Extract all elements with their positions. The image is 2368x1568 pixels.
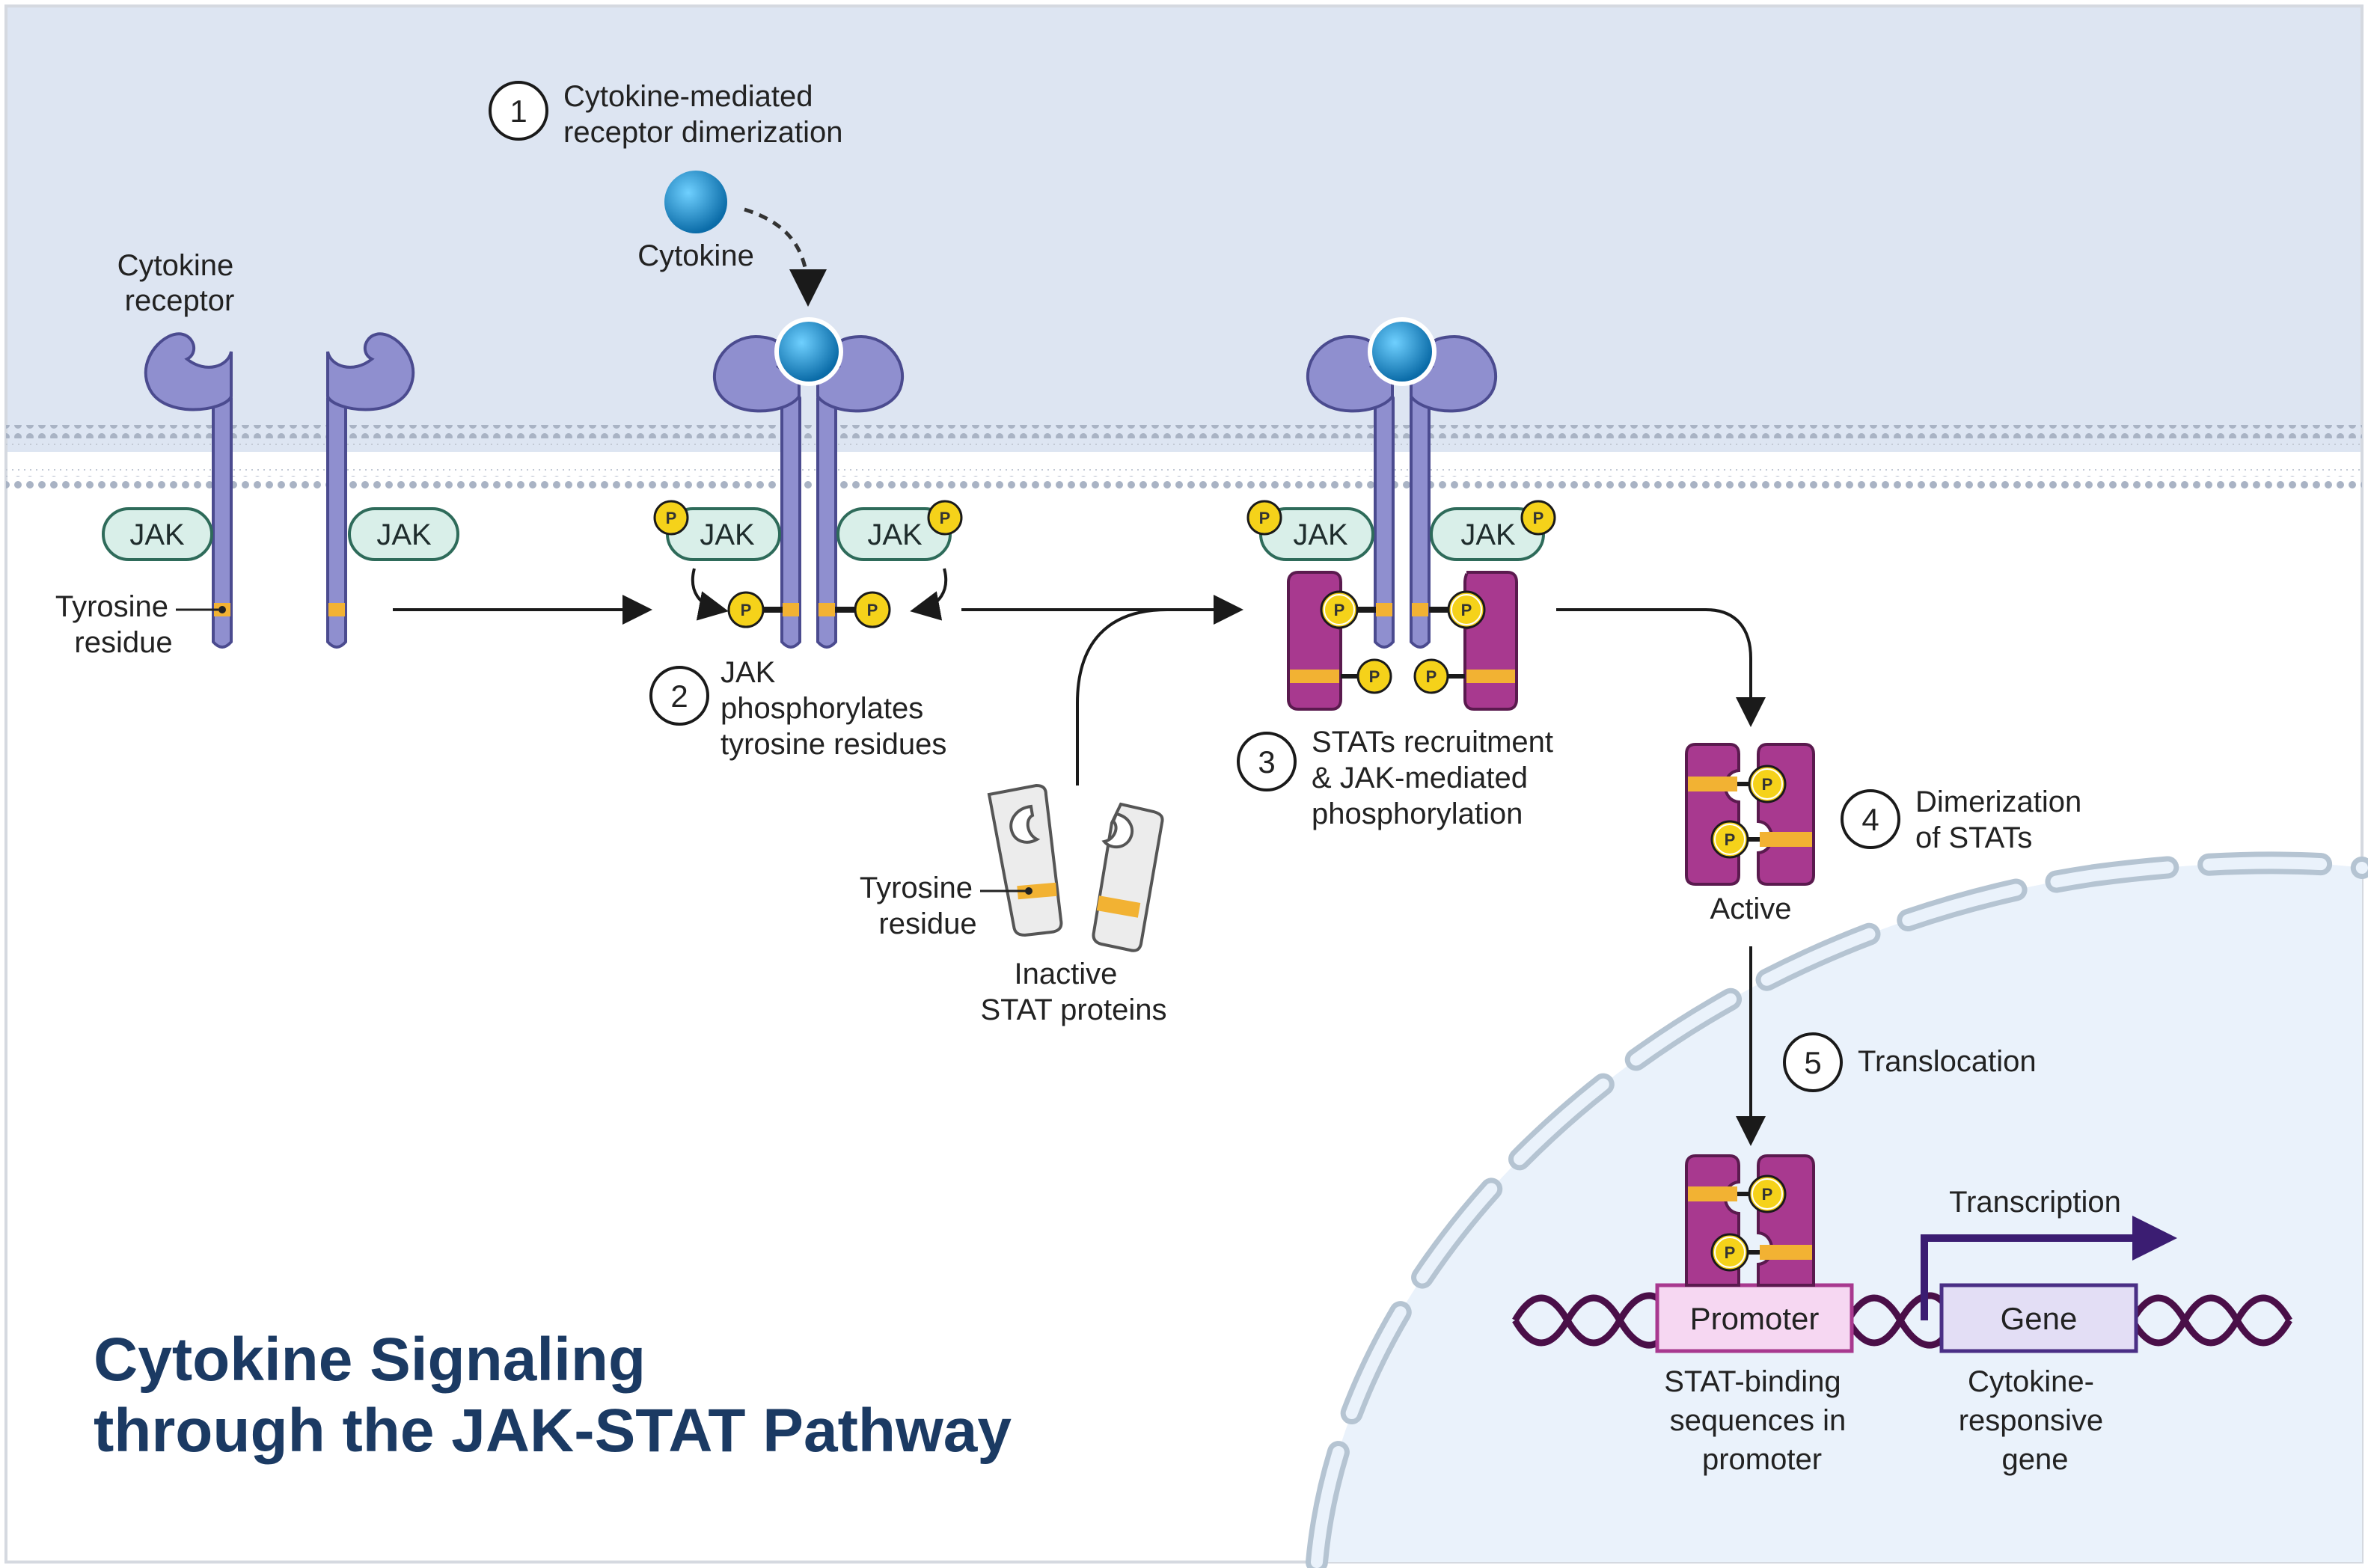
jak-left-3: JAK P: [1246, 500, 1374, 561]
gene-box: Gene: [1939, 1283, 2138, 1353]
svg-text:P: P: [1762, 775, 1773, 794]
recruited-stat-left: P P: [1287, 571, 1392, 711]
svg-text:P: P: [1461, 601, 1472, 619]
svg-text:P: P: [1725, 830, 1736, 849]
svg-text:JAK: JAK: [700, 518, 755, 551]
step-5: 5 Translocation: [1783, 1032, 2037, 1092]
arrow-inactive-stat-recruit: [1076, 608, 1168, 785]
jak-right-3: JAK P: [1430, 500, 1556, 561]
tyrosine-label-1: Tyrosine residue: [55, 590, 218, 659]
svg-text:P: P: [1369, 667, 1380, 686]
jak-left-0: JAK: [102, 507, 213, 561]
unbound-receptor-right: [326, 332, 415, 649]
svg-text:Promoter: Promoter: [1690, 1301, 1820, 1336]
cell-membrane: [6, 425, 2362, 489]
dimer-receptor-2: [712, 317, 905, 649]
step-4: 4 Dimerization of STATs: [1841, 785, 2090, 854]
svg-text:P: P: [1259, 509, 1270, 527]
svg-text:JAK: JAK: [129, 518, 185, 551]
recruited-stat-right: P P: [1413, 571, 1518, 711]
diagram-title: Cytokine Signaling through the JAK-STAT …: [94, 1326, 1012, 1465]
svg-text:P: P: [940, 509, 951, 527]
svg-text:P: P: [1762, 1185, 1773, 1204]
free-cytokine: [664, 171, 727, 233]
nucleus: [1317, 863, 2362, 1562]
svg-text:P: P: [666, 509, 677, 527]
inactive-stat-right: [1092, 802, 1164, 952]
svg-text:Translocation: Translocation: [1858, 1045, 2037, 1078]
jak-right-2: JAK P: [836, 500, 963, 561]
svg-text:JAK phosphorylates: JAK phosphorylates tyrosine residues: [721, 656, 946, 761]
svg-text:Tyrosine residue: Tyrosine residue: [860, 872, 981, 940]
transcription-arrow: [1921, 1216, 2177, 1320]
cytokine-receptor-label: Cytokine receptor: [117, 249, 242, 317]
cytokine-binding-arrow: [744, 207, 827, 307]
inactive-stat-left: [987, 783, 1063, 937]
unbound-receptor-left: [144, 332, 233, 649]
svg-text:4: 4: [1861, 802, 1879, 837]
jak-left-2: JAK P: [653, 500, 781, 561]
svg-text:Tyrosine residue: Tyrosine residue: [55, 590, 177, 659]
jak-right-0: JAK: [348, 507, 459, 561]
svg-text:P: P: [867, 601, 878, 619]
inactive-stat-label: Inactive STAT proteins: [981, 958, 1167, 1026]
svg-text:1: 1: [510, 94, 527, 129]
stat-binding-label: STAT-binding sequences in promoter: [1664, 1365, 1854, 1476]
transcription-label: Transcription: [1949, 1186, 2121, 1219]
step-2: 2 JAK phosphorylates tyrosine residues: [649, 656, 946, 761]
svg-text:P: P: [1725, 1243, 1736, 1262]
svg-text:P: P: [741, 601, 752, 619]
svg-text:3: 3: [1258, 744, 1275, 780]
svg-text:Gene: Gene: [2001, 1301, 2078, 1336]
svg-text:JAK: JAK: [1293, 518, 1348, 551]
step-1: 1 Cytokine-mediated receptor dimerizatio…: [489, 80, 843, 149]
svg-text:STATs recruitment & JAK-: STATs recruitment & JAK-mediated phospho…: [1312, 726, 1561, 830]
page-border: [4, 4, 2364, 1564]
svg-text:Dimerization of STATs: Dimerization of STATs: [1915, 785, 2090, 854]
step-3: 3 STATs recruitment & JAK-mediated phosp…: [1237, 726, 1561, 830]
svg-text:P: P: [1426, 667, 1437, 686]
nuclear-stat-dimer: P P: [1685, 1154, 1815, 1287]
cytokine-label: Cytokine: [637, 239, 754, 272]
promoter-box: Promoter: [1655, 1283, 1854, 1353]
dimer-receptor-3: [1306, 317, 1498, 649]
responsive-gene-label: Cytokine- responsive gene: [1959, 1365, 2112, 1476]
svg-text:5: 5: [1804, 1045, 1821, 1080]
svg-text:Cytokine-mediated recept: Cytokine-mediated receptor dimerization: [563, 80, 843, 149]
tyrosine-label-2: Tyrosine residue: [860, 872, 1027, 940]
dna-strand: [1512, 1292, 2292, 1349]
svg-text:P: P: [1334, 601, 1345, 619]
svg-text:2: 2: [670, 679, 688, 714]
svg-text:JAK: JAK: [1460, 518, 1516, 551]
tyrosine-phospho-2: P P: [691, 568, 948, 628]
arrow-step-3-to-4: [1556, 608, 1766, 727]
active-label: Active: [1710, 892, 1792, 925]
svg-text:JAK: JAK: [376, 518, 432, 551]
svg-text:JAK: JAK: [867, 518, 923, 551]
svg-text:P: P: [1533, 509, 1544, 527]
active-stat-dimer: P P: [1685, 743, 1815, 886]
